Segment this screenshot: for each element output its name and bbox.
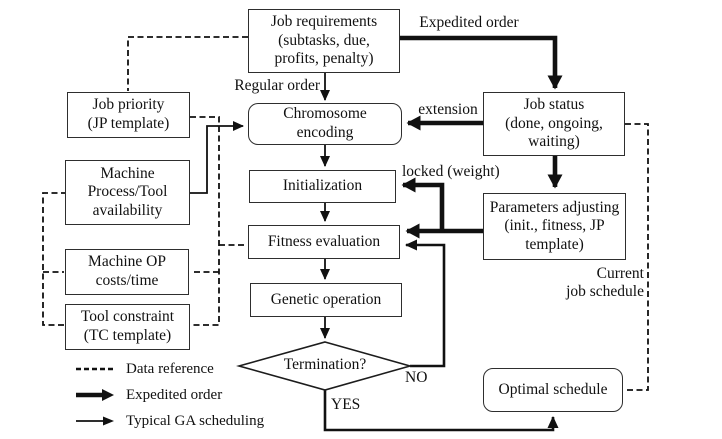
edge-label-no: NO [405,369,428,386]
node-machine-process-tool: Machine Process/Tool availability [65,160,190,225]
legend-thick-arrow-icon [76,389,114,401]
edge-dashed-jobstatus-optimal [624,123,649,391]
legend-item-data-reference: Data reference [75,356,264,382]
node-chromosome-encoding: Chromosome encoding [248,103,402,145]
node-genetic-operation: Genetic operation [250,283,402,317]
node-fitness-evaluation: Fitness evaluation [248,225,400,259]
decision-termination-shape [236,341,413,391]
legend-dashed-line-icon [76,367,113,371]
edge-termination-no-fitness [405,239,446,368]
edge-expedited-jobreq-jobstatus [400,35,563,90]
legend: Data reference Expedited order Typical G… [75,356,264,434]
node-optimal-schedule: Optimal schedule [483,368,623,412]
edge-dashed-jobreq-jobpriority [127,36,248,91]
legend-label-typical-ga: Typical GA scheduling [126,412,265,429]
edge-dashed-right-bus [190,116,220,326]
edge-label-extension: extension [418,101,478,118]
node-termination-label: Termination? [283,356,367,373]
node-initialization: Initialization [249,170,396,203]
edge-machineprocess-chromosome [190,121,244,194]
node-job-requirements: Job requirements (subtasks, due, profits… [248,9,400,73]
node-parameters-adjusting: Parameters adjusting (init., fitness, JP… [483,193,626,260]
legend-label-expedited-order: Expedited order [126,386,223,403]
edge-label-expedited-order: Expedited order [419,14,519,31]
edge-parameters-initialization [401,177,445,233]
node-machine-op: Machine OP costs/time [65,249,189,295]
edge-label-yes: YES [331,396,361,413]
legend-item-typical-ga: Typical GA scheduling [75,408,264,434]
edge-dashed-left-bus [42,192,67,326]
legend-item-expedited-order: Expedited order [75,382,264,408]
node-job-priority: Job priority (JP template) [67,92,190,138]
node-tool-constraint: Tool constraint (TC template) [65,304,190,350]
legend-thin-arrow-icon [76,416,114,426]
edge-label-locked-weight: locked (weight) [402,163,500,180]
node-job-status: Job status (done, ongoing, waiting) [483,92,625,156]
edge-label-current-job-schedule: Current job schedule [566,265,644,300]
legend-label-data-reference: Data reference [126,360,214,377]
edge-termination-yes-optimal [323,390,559,432]
edge-label-regular-order: Regular order [234,77,320,94]
